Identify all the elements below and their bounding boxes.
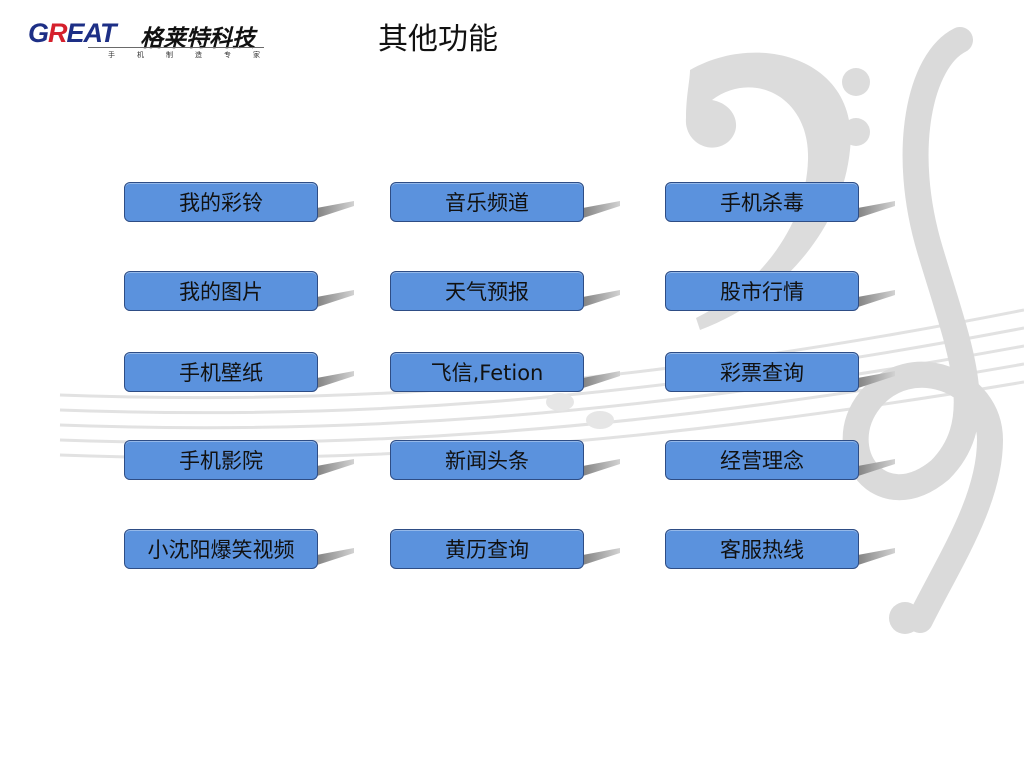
feature-cell: 飞信,Fetion <box>390 352 620 396</box>
feature-button-music-channel[interactable]: 音乐频道 <box>390 182 584 222</box>
feature-cell: 手机壁纸 <box>124 352 354 396</box>
feature-cell: 彩票查询 <box>665 352 895 396</box>
feature-button-customer-hotline[interactable]: 客服热线 <box>665 529 859 569</box>
feature-cell: 小沈阳爆笑视频 <box>124 529 354 573</box>
button-shadow <box>580 459 620 477</box>
button-shadow <box>314 290 354 308</box>
feature-cell: 我的彩铃 <box>124 182 354 226</box>
button-shadow <box>314 548 354 566</box>
feature-cell: 股市行情 <box>665 271 895 315</box>
button-shadow <box>314 371 354 389</box>
brand-logo: GREAT 格莱特科技 手机制造专家 <box>28 16 268 66</box>
logo-wordmark: GREAT <box>28 18 117 49</box>
button-shadow <box>855 548 895 566</box>
feature-button-lottery[interactable]: 彩票查询 <box>665 352 859 392</box>
feature-button-comedy-videos[interactable]: 小沈阳爆笑视频 <box>124 529 318 569</box>
feature-cell: 经营理念 <box>665 440 895 484</box>
feature-button-business-philosophy[interactable]: 经营理念 <box>665 440 859 480</box>
feature-button-mobile-cinema[interactable]: 手机影院 <box>124 440 318 480</box>
feature-button-wallpaper[interactable]: 手机壁纸 <box>124 352 318 392</box>
feature-button-fetion[interactable]: 飞信,Fetion <box>390 352 584 392</box>
feature-button-antivirus[interactable]: 手机杀毒 <box>665 182 859 222</box>
button-shadow <box>314 201 354 219</box>
button-shadow <box>580 371 620 389</box>
feature-button-almanac[interactable]: 黄历查询 <box>390 529 584 569</box>
feature-cell: 我的图片 <box>124 271 354 315</box>
button-shadow <box>580 201 620 219</box>
feature-cell: 手机杀毒 <box>665 182 895 226</box>
feature-button-weather[interactable]: 天气预报 <box>390 271 584 311</box>
feature-cell: 客服热线 <box>665 529 895 573</box>
logo-divider <box>88 47 264 48</box>
feature-cell: 天气预报 <box>390 271 620 315</box>
feature-button-my-pictures[interactable]: 我的图片 <box>124 271 318 311</box>
feature-cell: 黄历查询 <box>390 529 620 573</box>
feature-cell: 音乐频道 <box>390 182 620 226</box>
button-shadow <box>314 459 354 477</box>
logo-letters-eat: EAT <box>66 18 117 48</box>
feature-button-my-ringtone[interactable]: 我的彩铃 <box>124 182 318 222</box>
logo-tagline: 手机制造专家 <box>108 51 282 59</box>
logo-letter-r: R <box>48 18 67 48</box>
button-shadow <box>855 459 895 477</box>
page-title: 其他功能 <box>378 22 498 57</box>
feature-cell: 新闻头条 <box>390 440 620 484</box>
button-shadow <box>580 290 620 308</box>
logo-letter-g: G <box>28 18 49 48</box>
button-shadow <box>580 548 620 566</box>
button-shadow <box>855 290 895 308</box>
feature-button-headlines[interactable]: 新闻头条 <box>390 440 584 480</box>
feature-button-stock-market[interactable]: 股市行情 <box>665 271 859 311</box>
button-shadow <box>855 201 895 219</box>
feature-cell: 手机影院 <box>124 440 354 484</box>
button-shadow <box>855 371 895 389</box>
